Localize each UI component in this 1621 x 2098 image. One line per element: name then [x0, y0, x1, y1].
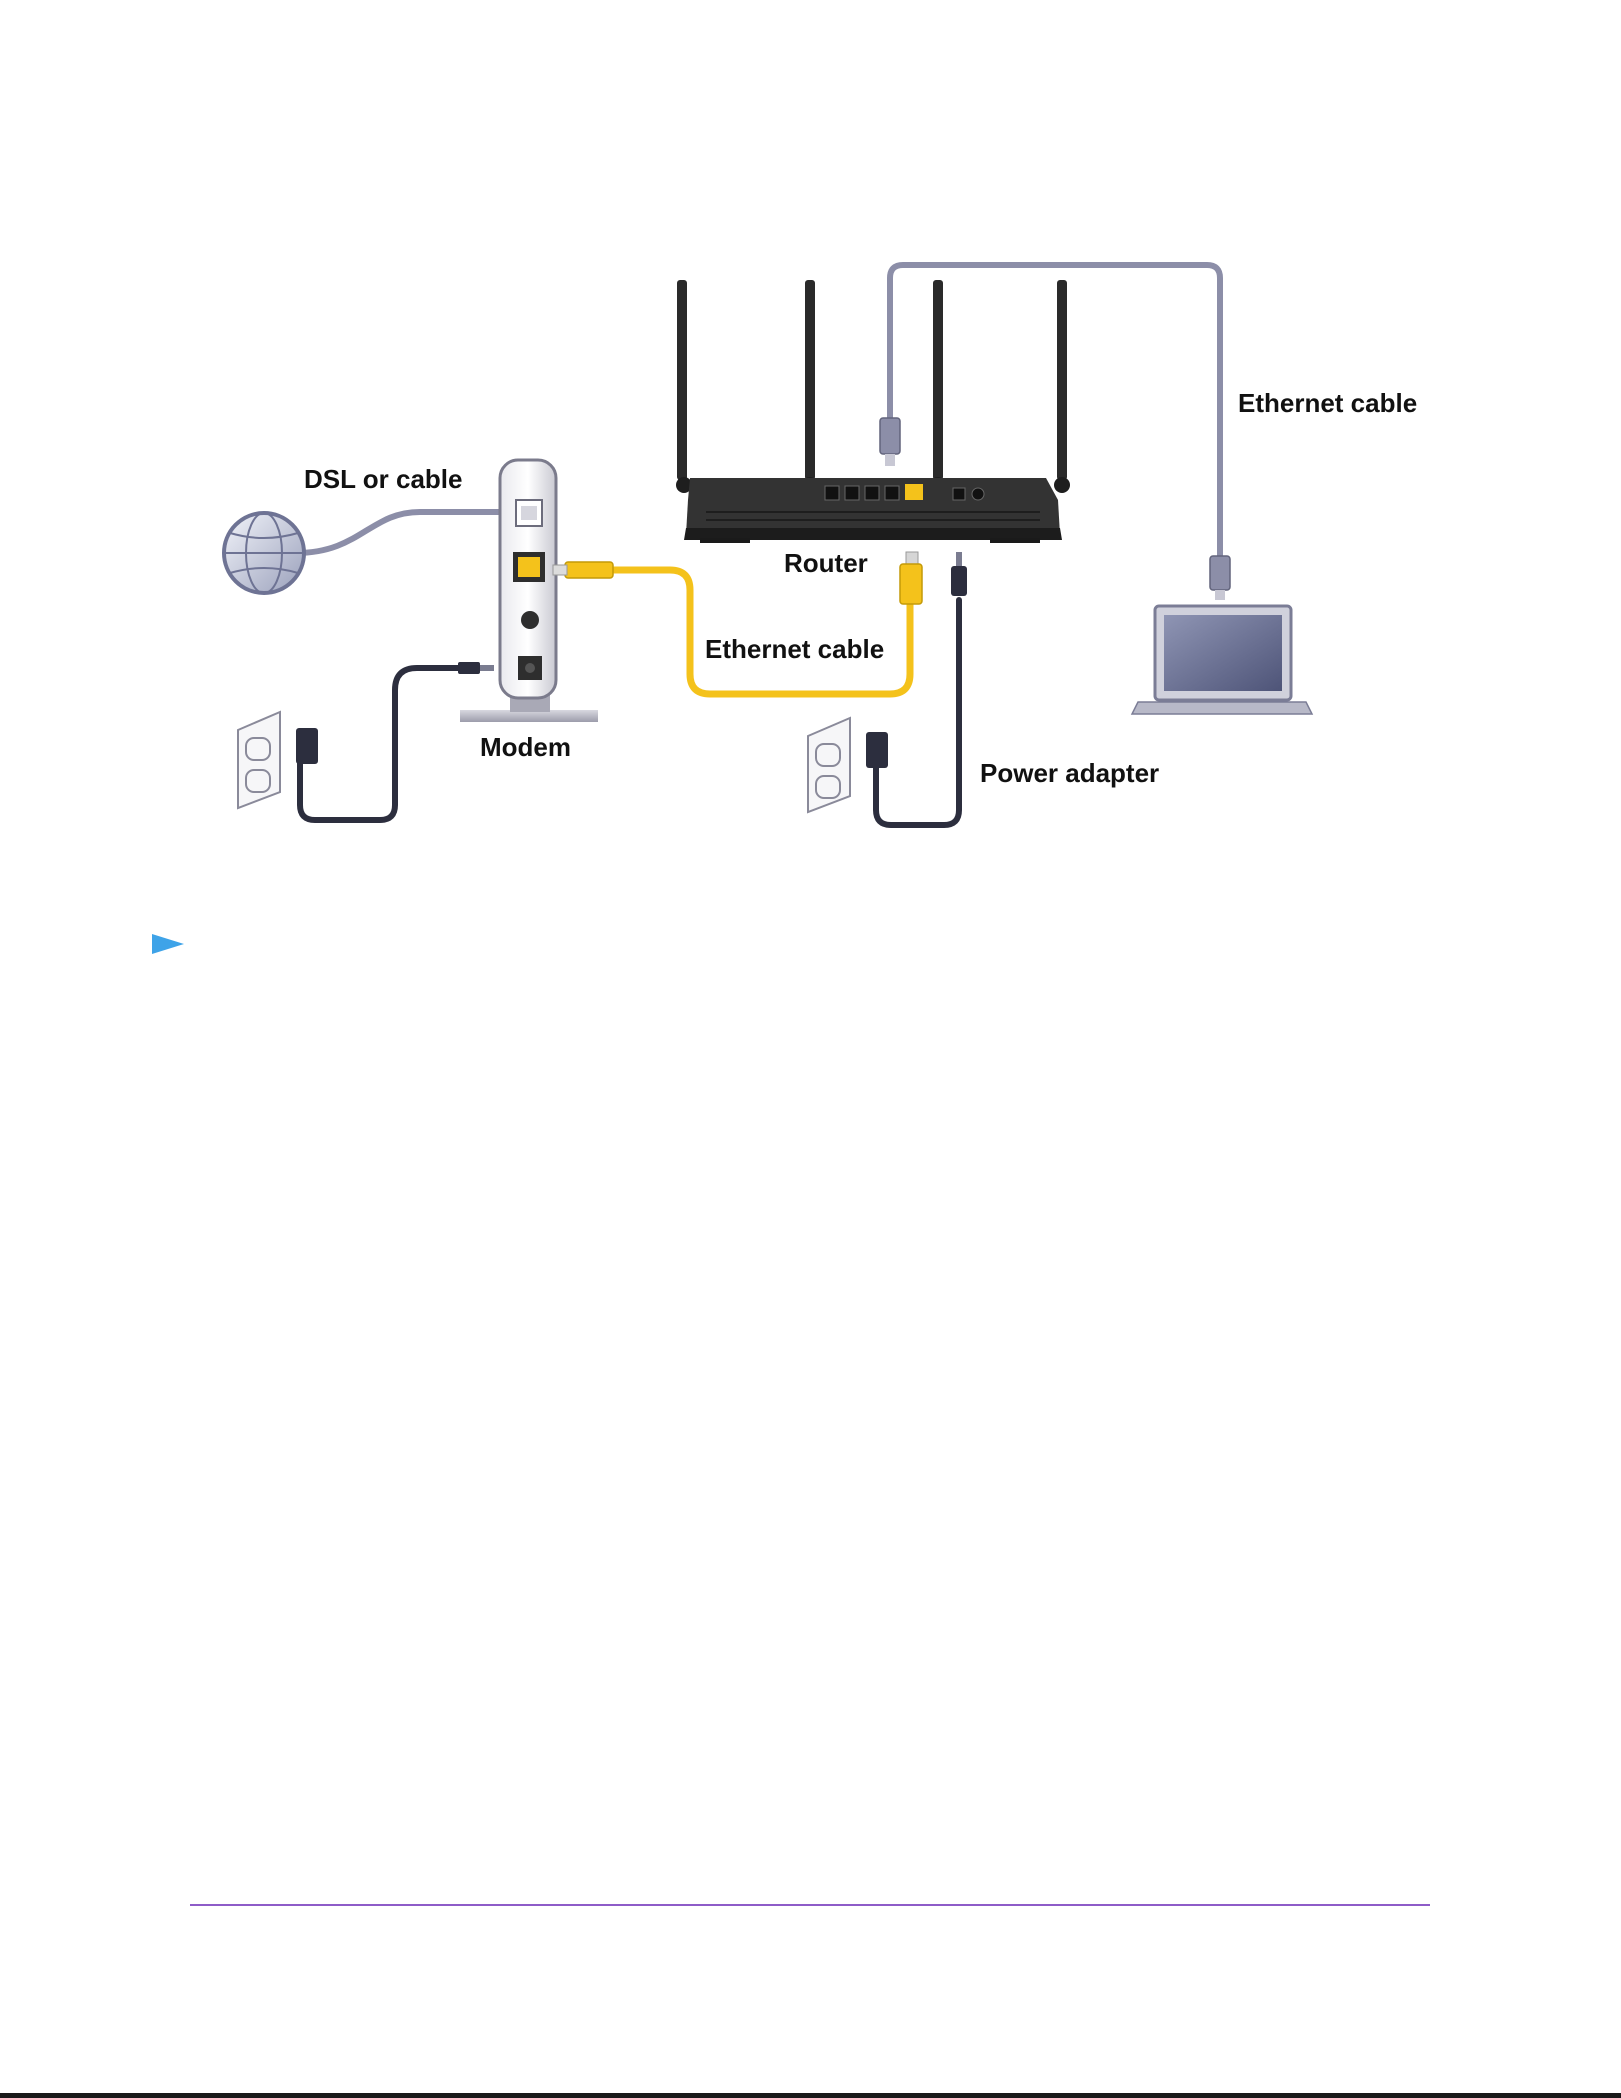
modem-device	[460, 460, 598, 722]
globe-icon	[224, 513, 304, 593]
router-lan-connector-icon	[880, 418, 900, 466]
ethernet-cable-top-label: Ethernet cable	[1238, 388, 1417, 418]
dsl-or-cable-label: DSL or cable	[304, 464, 462, 494]
router-label: Router	[784, 548, 868, 578]
router-power-plug-icon	[951, 552, 967, 596]
dsl-cable	[296, 512, 520, 553]
modem-power-cable	[300, 668, 462, 820]
modem-ethernet-connector-icon	[553, 562, 613, 578]
page-bottom-edge	[0, 2093, 1621, 2098]
router-power-cable	[876, 600, 959, 825]
router-device	[676, 280, 1070, 543]
modem-power-plug-icon	[458, 662, 494, 674]
bullet-arrow-icon	[150, 932, 186, 956]
yellow-ethernet-cable	[610, 570, 910, 694]
footer-divider	[190, 1904, 1430, 1906]
laptop-device	[1132, 556, 1312, 714]
modem-wall-outlet-icon	[238, 712, 318, 808]
power-adapter-label: Power adapter	[980, 758, 1159, 788]
ethernet-cable-middle-label: Ethernet cable	[705, 634, 884, 664]
router-wan-connector-icon	[900, 552, 922, 604]
modem-label: Modem	[480, 732, 571, 762]
network-setup-diagram: DSL or cable Modem Router Ethernet cable…	[0, 0, 1621, 1000]
